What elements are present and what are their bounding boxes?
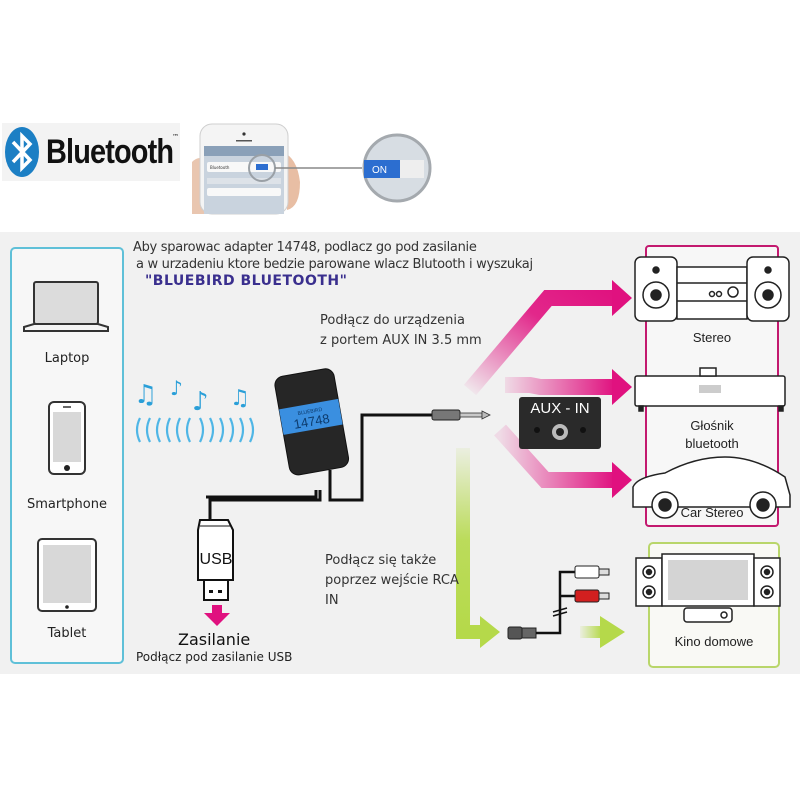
output-label-speaker: Głośnik bluetooth xyxy=(647,417,777,453)
pairing-instructions: Aby sparowac adapter 14748, podlacz go p… xyxy=(133,239,533,290)
adapter-model-number: 14748 xyxy=(293,411,331,432)
pairing-instruction-line-2: a w urzadeniu ktore bedzie parowane wlac… xyxy=(136,257,533,272)
phone-setting-label: Bluetooth xyxy=(210,165,230,170)
music-notes-icon: ♫ ♪ ♪ ♫ xyxy=(134,376,250,417)
on-toggle-label: ON xyxy=(372,165,387,176)
svg-text:♪: ♪ xyxy=(192,387,209,417)
usb-plug-icon: USB xyxy=(197,519,234,601)
output-label-speaker-line-2: bluetooth xyxy=(685,436,739,451)
output-label-stereo: Stereo xyxy=(692,330,732,345)
arrow-to-car xyxy=(494,424,632,498)
laptop-icon xyxy=(23,281,109,332)
smartphone-icon xyxy=(48,401,86,475)
trademark-symbol: ™ xyxy=(172,133,179,141)
bluetooth-icon xyxy=(5,127,39,177)
wireless-waves-icon xyxy=(135,417,255,443)
bluetooth-device-name: "BLUEBIRD BLUETOOTH" xyxy=(145,273,348,289)
power-subtitle: Podłącz pod zasilanie USB xyxy=(136,650,293,664)
tablet-icon xyxy=(37,538,97,612)
aux-jack-plug xyxy=(431,409,491,421)
bluetooth-speaker-icon xyxy=(634,367,786,412)
home-theater-icon xyxy=(635,553,781,623)
svg-text:♫: ♫ xyxy=(134,380,157,410)
rca-instruction-line-1: Podłącz się także xyxy=(325,553,437,568)
arrow-to-speaker xyxy=(505,369,632,405)
aux-in-label: AUX - IN xyxy=(530,400,590,417)
pairing-instruction-line-1: Aby sparowac adapter 14748, podlacz go p… xyxy=(133,240,477,255)
arrow-to-stereo xyxy=(463,280,632,396)
svg-text:♪: ♪ xyxy=(170,376,183,400)
rca-instruction-line-2: poprzez wejście RCA xyxy=(325,573,459,588)
output-label-car-stereo: Car Stereo xyxy=(680,505,744,520)
source-devices-panel: Laptop Smartphone Tablet xyxy=(10,247,124,664)
bluetooth-adapter: BLUEBIRD 14748 xyxy=(274,368,350,476)
rca-cable xyxy=(507,565,610,640)
aux-instruction-line-1: Podłącz do urządzenia xyxy=(320,313,465,328)
stereo-icon xyxy=(634,256,790,322)
aux-in-port: AUX - IN xyxy=(519,397,601,449)
bluetooth-wordmark: Bluetooth xyxy=(46,132,174,171)
power-title: Zasilanie xyxy=(178,630,251,649)
source-label-tablet: Tablet xyxy=(47,626,87,641)
svg-text:♫: ♫ xyxy=(230,386,250,411)
car-icon xyxy=(632,456,791,519)
rca-instruction-line-3: IN xyxy=(325,593,339,608)
home-theater-label: Kino domowe xyxy=(674,634,754,649)
source-label-laptop: Laptop xyxy=(44,351,90,366)
home-theater-panel: Kino domowe xyxy=(635,542,781,668)
source-label-smartphone: Smartphone xyxy=(26,497,107,512)
audio-cable xyxy=(206,413,432,520)
usb-plug-label: USB xyxy=(200,551,233,568)
aux-instructions: Podłącz do urządzenia z portem AUX IN 3.… xyxy=(320,311,482,351)
adapter-band-text: BLUEBIRD xyxy=(297,407,323,417)
bluetooth-logo: Bluetooth ™ xyxy=(2,123,180,181)
arrow-to-home-theater xyxy=(580,616,625,648)
output-devices-panel: Stereo Głośnik bluetooth Car Stereo xyxy=(632,245,791,527)
aux-instruction-line-2: z portem AUX IN 3.5 mm xyxy=(320,333,482,348)
rca-instructions: Podłącz się także poprzez wejście RCA IN xyxy=(325,551,459,611)
arrow-to-rca xyxy=(456,448,500,648)
output-label-speaker-line-1: Głośnik xyxy=(690,418,734,433)
power-arrow-icon xyxy=(204,605,230,626)
phone-bluetooth-toggle-photo: Bluetooth ON xyxy=(192,122,432,215)
